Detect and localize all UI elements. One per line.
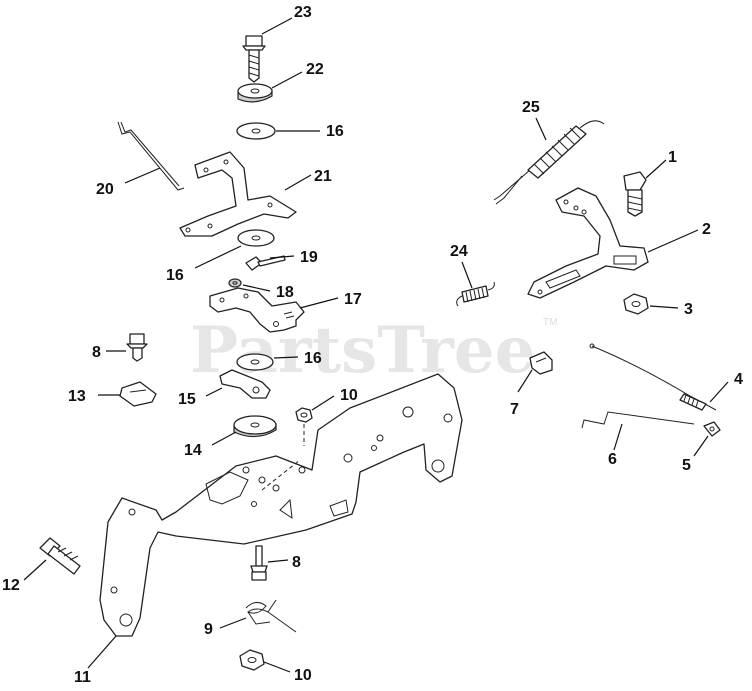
callout-6: 6 (608, 451, 617, 468)
callout-1: 1 (668, 149, 677, 166)
part-16-washer-mid[interactable] (237, 229, 275, 247)
callout-12: 12 (2, 577, 20, 594)
callout-15: 15 (178, 391, 196, 408)
callout-18: 18 (276, 284, 294, 301)
part-21-bracket[interactable] (179, 151, 297, 237)
part-23-bolt[interactable] (242, 35, 266, 83)
callout-16-lower: 16 (304, 350, 322, 367)
callout-21: 21 (314, 168, 332, 185)
part-7-clip[interactable] (529, 351, 553, 375)
watermark-tm: TM (543, 317, 557, 328)
callout-16-mid: 16 (166, 267, 184, 284)
callout-19: 19 (300, 249, 318, 266)
callout-16-top: 16 (326, 123, 344, 140)
callout-2: 2 (702, 221, 711, 238)
part-4-cable[interactable] (589, 343, 717, 411)
part-25-spring[interactable] (493, 120, 605, 205)
callout-25: 25 (522, 99, 540, 116)
callout-8-lower: 8 (292, 554, 301, 571)
part-8-bolt-upper[interactable] (126, 333, 148, 362)
part-11-main-bracket[interactable] (99, 373, 463, 637)
callout-17: 17 (344, 291, 362, 308)
callout-20: 20 (96, 181, 114, 198)
callout-4: 4 (734, 371, 743, 388)
part-24-spring[interactable] (456, 281, 495, 307)
part-22-washer[interactable] (237, 83, 273, 103)
callout-22: 22 (306, 61, 324, 78)
part-1-bolt[interactable] (623, 171, 647, 217)
callout-10-lower: 10 (294, 667, 312, 684)
part-10-nut-lower[interactable] (239, 649, 265, 671)
callout-24: 24 (450, 243, 468, 260)
part-8-bolt-lower[interactable] (250, 545, 268, 581)
callout-5: 5 (682, 457, 691, 474)
callout-3: 3 (684, 301, 693, 318)
part-18-spacer[interactable] (228, 278, 242, 288)
callout-23: 23 (294, 4, 312, 21)
callout-10-upper: 10 (340, 387, 358, 404)
part-2-arm-bracket[interactable] (527, 187, 649, 299)
part-19-screw[interactable] (245, 255, 286, 271)
part-3-nut[interactable] (623, 293, 649, 315)
part-20-rod[interactable] (117, 121, 185, 191)
callout-8-upper: 8 (92, 344, 101, 361)
part-17-control-plate[interactable] (209, 287, 305, 333)
part-13-clip[interactable] (119, 381, 157, 407)
part-14-washer[interactable] (233, 415, 277, 438)
part-16-washer-top[interactable] (236, 122, 276, 140)
part-16-washer-lower[interactable] (236, 353, 274, 371)
callout-13: 13 (68, 388, 86, 405)
callout-9: 9 (204, 621, 213, 638)
callout-11: 11 (74, 669, 91, 686)
part-5-clip[interactable] (703, 421, 721, 437)
callout-7: 7 (510, 401, 519, 418)
part-12-bolt[interactable] (39, 537, 81, 575)
part-6-rod[interactable] (581, 411, 695, 429)
part-15-lever[interactable] (219, 369, 271, 399)
part-10-nut-upper[interactable] (295, 407, 313, 423)
watermark-text: PartsTree (190, 313, 535, 388)
part-9-spring[interactable] (245, 599, 297, 633)
callout-14: 14 (184, 442, 202, 459)
